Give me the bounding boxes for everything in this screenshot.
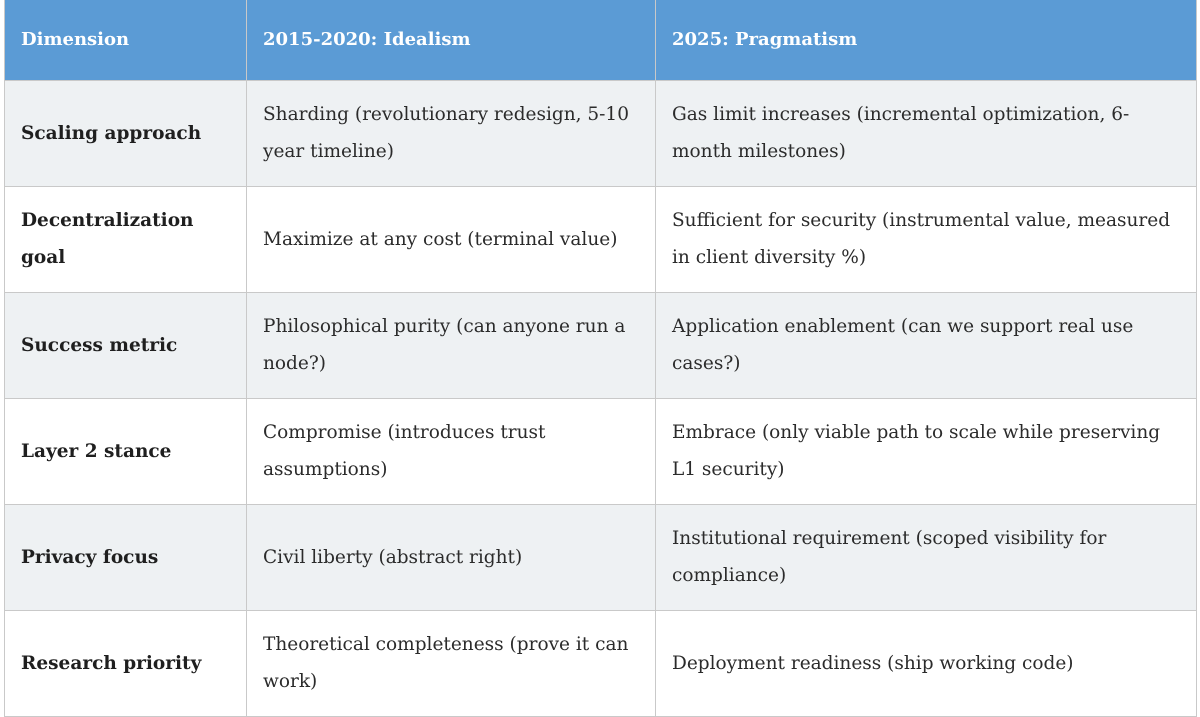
dimension-cell: Scaling approach: [4, 79, 247, 187]
pragmatism-cell: Gas limit increases (incremental optimiz…: [655, 79, 1197, 187]
dimension-cell: Research priority: [4, 609, 247, 717]
table-row: Success metric Philosophical purity (can…: [4, 291, 1197, 399]
idealism-cell: Civil liberty (abstract right): [246, 503, 656, 611]
idealism-cell: Philosophical purity (can anyone run a n…: [246, 291, 656, 399]
table-row: Research priority Theoretical completene…: [4, 609, 1197, 717]
idealism-cell: Maximize at any cost (terminal value): [246, 185, 656, 293]
pragmatism-cell: Embrace (only viable path to scale while…: [655, 397, 1197, 505]
comparison-table: Dimension 2015-2020: Idealism 2025: Prag…: [4, 0, 1197, 717]
pragmatism-cell: Application enablement (can we support r…: [655, 291, 1197, 399]
pragmatism-cell: Institutional requirement (scoped visibi…: [655, 503, 1197, 611]
header-row: Dimension 2015-2020: Idealism 2025: Prag…: [4, 0, 1197, 81]
pragmatism-cell: Deployment readiness (ship working code): [655, 609, 1197, 717]
table-row: Scaling approach Sharding (revolutionary…: [4, 79, 1197, 187]
table-body: Scaling approach Sharding (revolutionary…: [4, 79, 1197, 717]
idealism-cell: Compromise (introduces trust assumptions…: [246, 397, 656, 505]
header-idealism: 2015-2020: Idealism: [246, 0, 656, 81]
dimension-cell: Success metric: [4, 291, 247, 399]
table-header: Dimension 2015-2020: Idealism 2025: Prag…: [4, 0, 1197, 81]
dimension-cell: Layer 2 stance: [4, 397, 247, 505]
idealism-cell: Theoretical completeness (prove it can w…: [246, 609, 656, 717]
header-dimension: Dimension: [4, 0, 247, 81]
idealism-cell: Sharding (revolutionary redesign, 5-10 y…: [246, 79, 656, 187]
dimension-cell: Decentralization goal: [4, 185, 247, 293]
table-row: Privacy focus Civil liberty (abstract ri…: [4, 503, 1197, 611]
header-pragmatism: 2025: Pragmatism: [655, 0, 1197, 81]
table-row: Decentralization goal Maximize at any co…: [4, 185, 1197, 293]
dimension-cell: Privacy focus: [4, 503, 247, 611]
table-row: Layer 2 stance Compromise (introduces tr…: [4, 397, 1197, 505]
pragmatism-cell: Sufficient for security (instrumental va…: [655, 185, 1197, 293]
